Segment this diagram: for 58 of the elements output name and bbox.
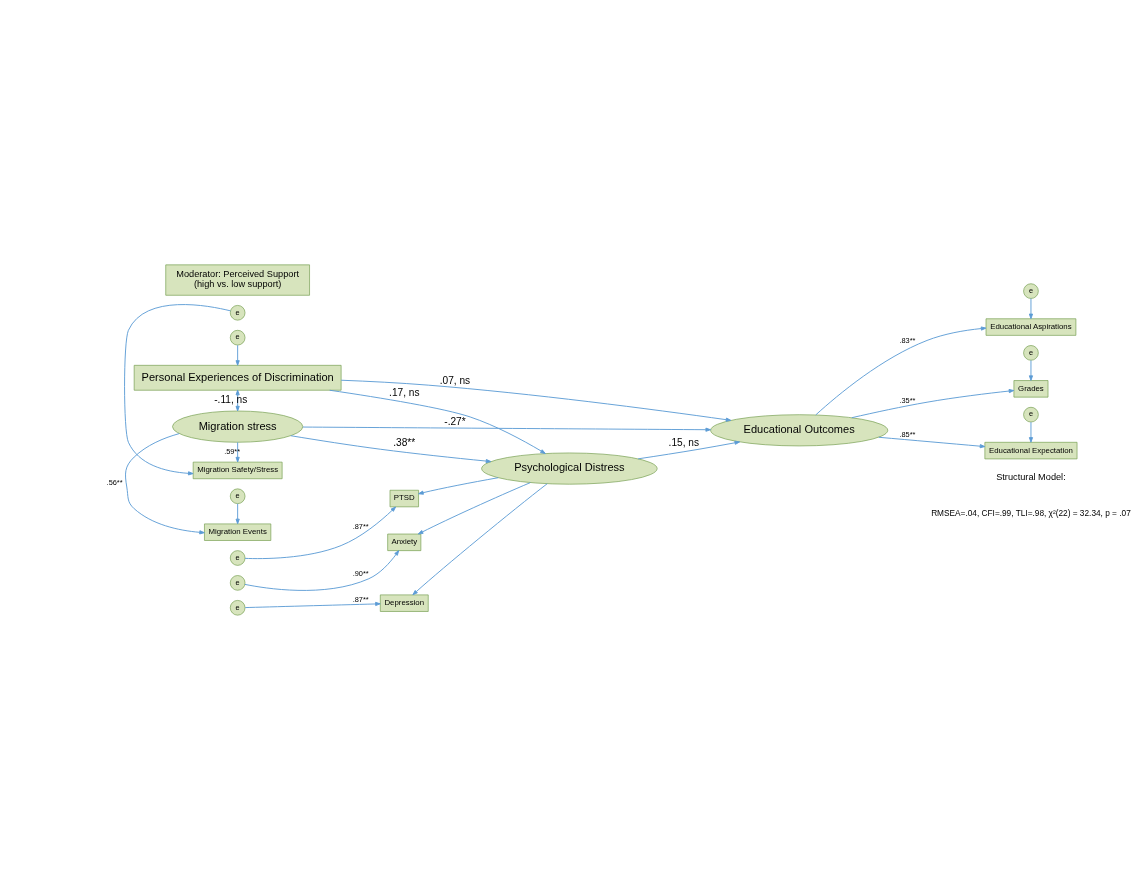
- edge-label: .87**: [352, 521, 369, 531]
- node-box: Migration Events: [204, 523, 272, 541]
- edge-label: .35**: [899, 395, 916, 405]
- arrow: [417, 482, 531, 535]
- edge-label: .83**: [899, 336, 916, 346]
- node-circle: e: [1023, 406, 1039, 423]
- node-box: Grades: [1013, 380, 1049, 398]
- arrow: [244, 550, 400, 591]
- label: Structural Model:: [996, 471, 1066, 482]
- arrow: [244, 601, 381, 609]
- node-circle: e: [229, 305, 246, 321]
- node-circle: e: [229, 600, 246, 616]
- node-circle: e: [1023, 345, 1039, 361]
- node-box: Personal Experiences of Discrimination: [133, 365, 342, 391]
- node-box: Educational Aspirations: [985, 318, 1077, 336]
- edge-label: .85**: [899, 430, 916, 440]
- node-box: Anxiety: [387, 533, 422, 551]
- edge-label: .59**: [224, 446, 241, 456]
- arrow: [418, 477, 499, 495]
- edge-label: -.11, ns: [214, 394, 248, 406]
- label: RMSEA=.04, CFI=.99, TLI=.98, χ²(22) = 32.34, p = .07: [931, 508, 1131, 519]
- edge-label: .07, ns: [439, 374, 471, 386]
- arrow: [125, 433, 205, 535]
- node-box: PTSD: [389, 489, 419, 508]
- arrow: [1028, 298, 1034, 320]
- node-box: Migration Safety/Stress: [192, 461, 283, 480]
- edge-label: .15, ns: [668, 437, 699, 449]
- arrow: [815, 326, 987, 416]
- edge-label: .17, ns: [389, 386, 420, 398]
- arrow: [340, 379, 732, 422]
- arrow: [244, 506, 397, 560]
- arrow: [1028, 359, 1034, 381]
- arrow: [878, 436, 986, 449]
- arrow: [235, 503, 240, 525]
- node-box: Moderator: Perceived Support (high vs. low support): [165, 264, 310, 296]
- arrow: [329, 389, 546, 454]
- node-box: Depression: [379, 594, 429, 612]
- edge-label: .56**: [106, 477, 123, 487]
- arrow: [412, 483, 548, 596]
- node-circle: e: [229, 488, 246, 504]
- arrow: [290, 435, 492, 464]
- arrow: [235, 344, 240, 366]
- node-ellipse: Psychological Distress: [481, 452, 658, 485]
- edge-label: .38**: [393, 437, 416, 449]
- arrow: [1028, 421, 1034, 443]
- node-circle: e: [229, 329, 246, 346]
- node-circle: e: [229, 550, 246, 566]
- node-ellipse: Migration stress: [172, 410, 304, 443]
- node-circle: e: [229, 575, 246, 591]
- arrow: [124, 304, 231, 476]
- arrow: [302, 426, 711, 432]
- node-box: Educational Expectation: [984, 441, 1078, 460]
- arrow: [637, 440, 741, 460]
- arrow: [851, 388, 1015, 419]
- edge-label: .87**: [352, 594, 369, 604]
- node-circle: e: [1023, 283, 1039, 299]
- edge-label: -.27*: [444, 416, 466, 428]
- edge-label: .90**: [352, 569, 369, 579]
